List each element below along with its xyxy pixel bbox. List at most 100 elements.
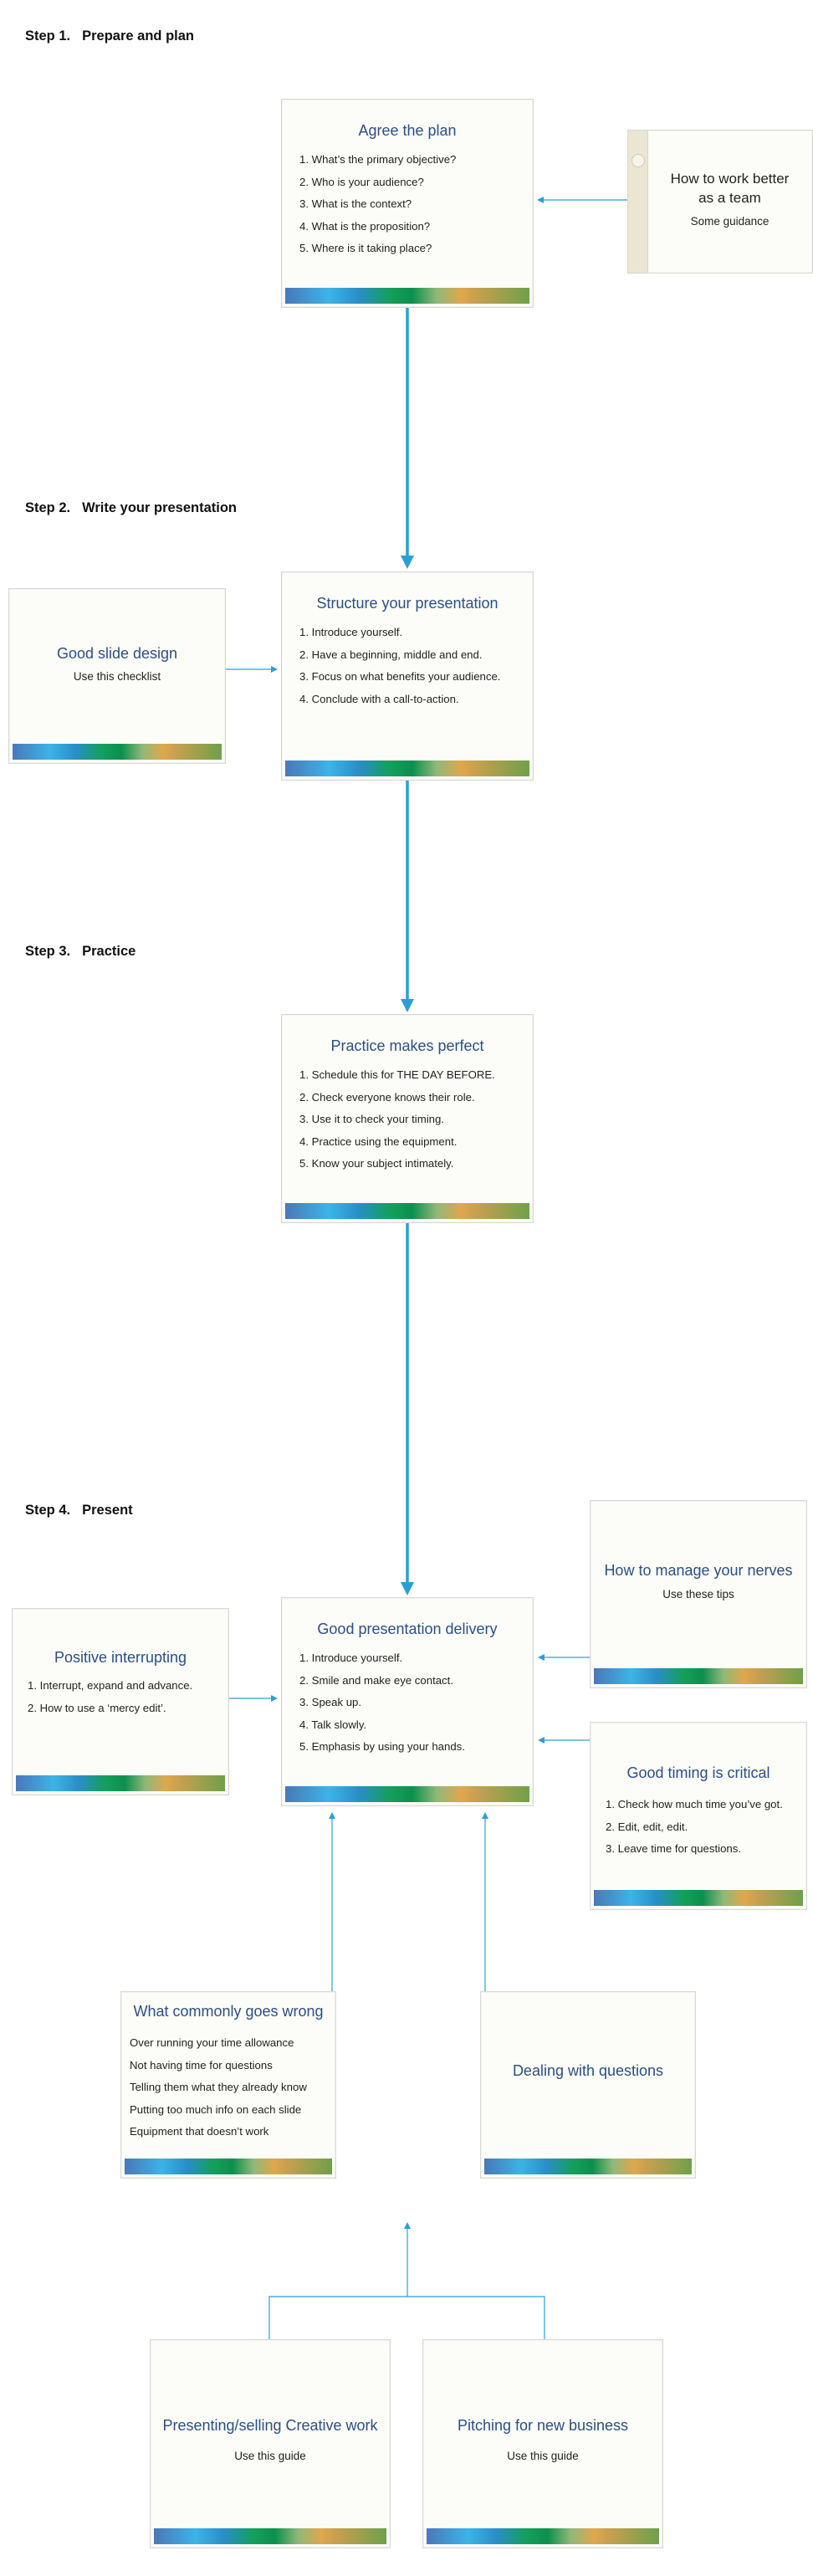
step-number: Step 4.	[25, 1503, 71, 1518]
list-item: 4. Conclude with a call-to-action.	[299, 692, 459, 705]
gradient-bar	[594, 1668, 803, 1684]
list-item: 4. Practice using the equipment.	[299, 1134, 458, 1148]
arrow-slide-design-to-structure	[226, 666, 278, 673]
step-label: Present	[82, 1503, 133, 1518]
step-number: Step 1.	[25, 28, 71, 44]
card-title: Practice makes perfect	[330, 1037, 484, 1054]
list-item: Not having time for questions	[130, 2058, 273, 2072]
list-item: Putting too much info on each slide	[130, 2102, 302, 2116]
card-good-timing[interactable]: Good timing is critical 1. Check how muc…	[590, 1722, 807, 1910]
card-dealing-with-questions[interactable]: Dealing with questions	[480, 1991, 696, 2179]
main-flow-arrow-3	[401, 1221, 414, 1595]
main-flow-arrow-2	[401, 779, 414, 1012]
book-spine	[628, 131, 648, 273]
list-item: 2. Edit, edit, edit.	[606, 1820, 688, 1833]
list-item: 1. Introduce yourself.	[299, 1652, 403, 1664]
list-item: 2. Who is your audience?	[299, 175, 424, 188]
card-list: 1. Schedule this for THE DAY BEFORE. 2. …	[299, 1064, 495, 1175]
card-presenting-creative-work[interactable]: Presenting/selling Creative work Use thi…	[150, 2339, 391, 2548]
card-title: Pitching for new business	[457, 2417, 629, 2434]
list-item: Telling them what they already know	[130, 2081, 307, 2093]
card-title: Good timing is critical	[626, 1764, 770, 1781]
list-item: 2. How to use a ‘mercy edit’.	[28, 1701, 166, 1714]
list-item: 1. Interrupt, expand and advance.	[28, 1679, 193, 1692]
card-title: Dealing with questions	[512, 2062, 664, 2079]
binder-ring-icon	[631, 154, 645, 167]
gradient-bar	[13, 744, 222, 760]
arrow-nerves-to-delivery	[538, 1654, 590, 1661]
card-agree-the-plan[interactable]: Agree the plan 1. What’s the primary obj…	[281, 99, 534, 308]
list-item: 3. Use it to check your timing.	[299, 1113, 444, 1125]
list-item: 3. Speak up.	[299, 1696, 362, 1708]
step-1-heading: Step 1. Prepare and plan	[25, 28, 194, 44]
list-item: 3. Focus on what benefits your audience.	[299, 670, 501, 683]
arrow-guides-up	[268, 2222, 545, 2339]
list-item: 3. Leave time for questions.	[606, 1842, 742, 1855]
card-manage-nerves[interactable]: How to manage your nerves Use these tips	[590, 1500, 807, 1688]
card-presentation-delivery[interactable]: Good presentation delivery 1. Introduce …	[281, 1597, 534, 1806]
gradient-bar	[125, 2159, 332, 2174]
list-item: Over running your time allowance	[130, 2036, 294, 2049]
card-positive-interrupting[interactable]: Positive interrupting 1. Interrupt, expa…	[12, 1608, 229, 1795]
arrow-teamwork-to-agree	[537, 197, 627, 203]
gradient-bar	[16, 1775, 225, 1791]
gradient-bar	[285, 761, 529, 776]
card-subtitle: Use this checklist	[73, 670, 161, 683]
step-label: Practice	[82, 944, 136, 959]
card-title: Positive interrupting	[54, 1649, 187, 1666]
card-list: 1. What’s the primary objective? 2. Who …	[299, 149, 456, 260]
gradient-bar	[285, 1786, 529, 1802]
list-item: Equipment that doesn’t work	[130, 2125, 269, 2138]
card-pitching-new-business[interactable]: Pitching for new business Use this guide	[422, 2339, 663, 2548]
card-subtitle: Use this guide	[234, 2450, 306, 2462]
card-title: Presenting/selling Creative work	[162, 2417, 378, 2434]
card-title: How to manage your nerves	[604, 1562, 793, 1579]
card-title: What commonly goes wrong	[133, 2003, 324, 2020]
card-subtitle: Some guidance	[690, 215, 770, 228]
step-2-heading: Step 2.Write your presentation	[25, 500, 237, 516]
list-item: 5. Where is it taking place?	[299, 242, 432, 254]
card-list: 1. Introduce yourself. 2. Smile and make…	[299, 1647, 465, 1759]
card-title: Good slide design	[56, 645, 178, 662]
card-what-goes-wrong[interactable]: What commonly goes wrong Over running yo…	[120, 1991, 336, 2179]
card-title: Structure your presentation	[316, 595, 499, 612]
step-4-heading: Step 4. Present	[25, 1503, 133, 1518]
gradient-bar	[285, 288, 529, 304]
list-item: 4. Talk slowly.	[299, 1718, 367, 1731]
step-number: Step 3.	[25, 944, 71, 959]
card-list: 1. Introduce yourself. 2. Have a beginni…	[299, 622, 500, 710]
step-number: Step 2.	[25, 500, 71, 515]
gradient-bar	[484, 2159, 692, 2174]
list-item: 4. What is the proposition?	[299, 219, 431, 233]
step-3-heading: Step 3. Practice	[25, 944, 136, 960]
arrow-questions-to-delivery	[482, 1812, 488, 1991]
card-subtitle: Use this guide	[507, 2450, 579, 2462]
list-item: 1. Check how much time you’ve got.	[606, 1798, 783, 1810]
card-title: Agree the plan	[358, 122, 457, 139]
list-item: 1. Introduce yourself.	[299, 626, 403, 638]
card-list: 1. Interrupt, expand and advance. 2. How…	[28, 1675, 192, 1719]
list-item: 2. Have a beginning, middle and end.	[299, 648, 483, 661]
card-good-slide-design[interactable]: Good slide design Use this checklist	[8, 588, 226, 764]
list-item: 3. What is the context?	[299, 197, 412, 210]
gradient-bar	[285, 1203, 529, 1219]
gradient-bar	[594, 1890, 803, 1906]
list-item: 1. What’s the primary objective?	[299, 153, 457, 166]
arrow-wrong-to-delivery	[329, 1812, 335, 1991]
card-practice-makes-perfect[interactable]: Practice makes perfect 1. Schedule this …	[281, 1014, 534, 1223]
card-title-line1: How to work better	[670, 171, 790, 187]
list-item: 2. Smile and make eye contact.	[299, 1673, 453, 1687]
list-item: 5. Emphasis by using your hands.	[299, 1740, 465, 1753]
gradient-bar	[154, 2528, 386, 2544]
arrow-interrupting-to-delivery	[229, 1695, 278, 1702]
main-flow-arrow-1	[401, 306, 414, 569]
list-item: 1. Schedule this for THE DAY BEFORE.	[299, 1068, 495, 1081]
card-title: Good presentation delivery	[317, 1621, 498, 1637]
gradient-bar	[427, 2528, 659, 2544]
arrow-timing-to-delivery	[538, 1737, 590, 1744]
card-list: Over running your time allowance Not hav…	[130, 2032, 307, 2143]
card-work-better-as-team[interactable]: How to work better as a team Some guidan…	[627, 130, 813, 274]
step-label: Prepare and plan	[82, 28, 194, 44]
card-structure-presentation[interactable]: Structure your presentation 1. Introduce…	[281, 571, 534, 781]
